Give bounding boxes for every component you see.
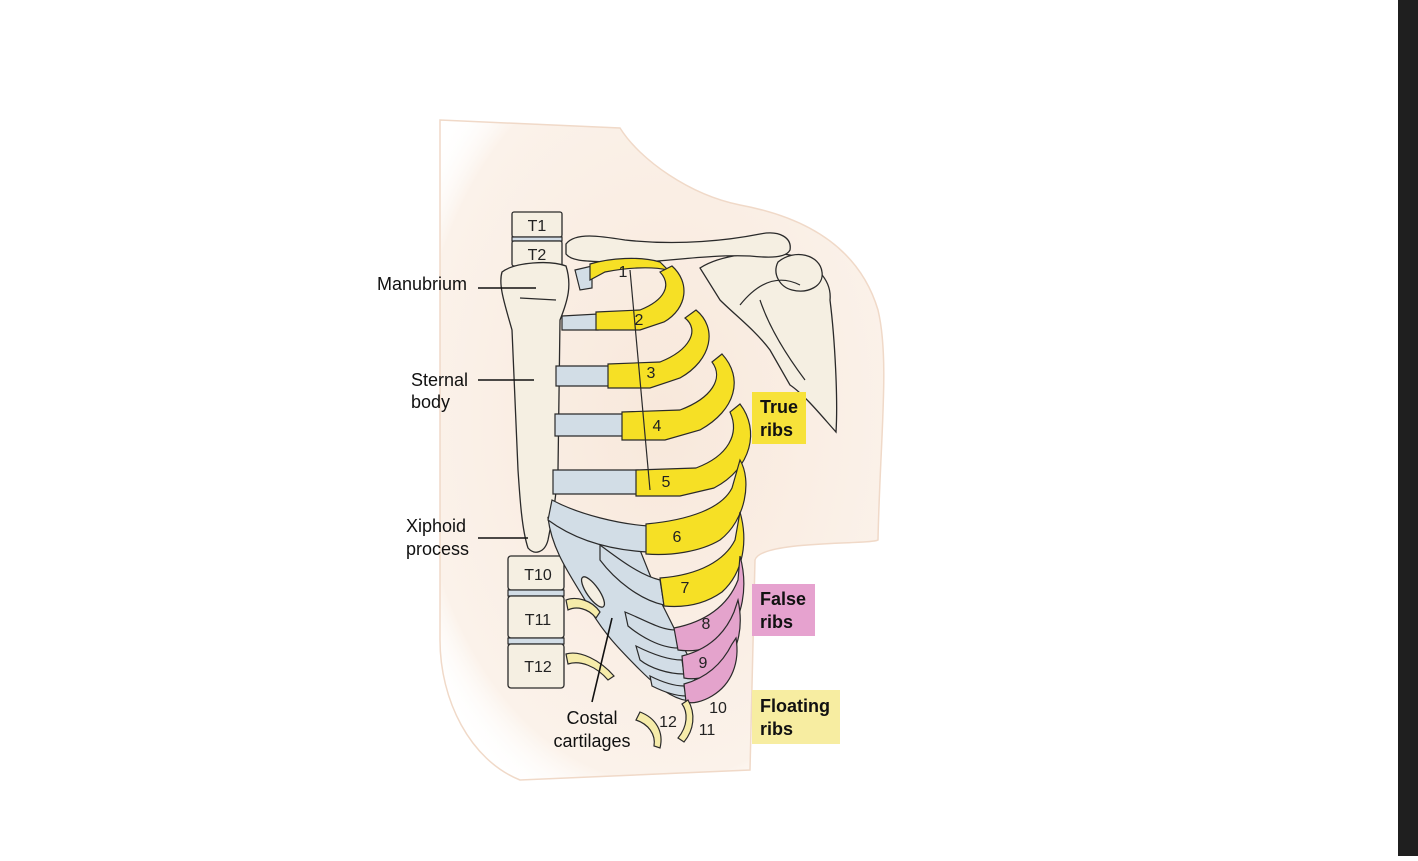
rib-number-12: 12 — [659, 714, 677, 731]
vertebra-t12 — [507, 643, 565, 689]
rib-number-3: 3 — [647, 365, 656, 382]
label-xiphoid-1: Xiphoid — [406, 516, 466, 536]
rib-5 — [635, 403, 752, 497]
label-manubrium: Manubrium — [377, 274, 467, 294]
rib-2 — [595, 265, 685, 331]
rib-number-7: 7 — [681, 580, 690, 597]
rib-number-2: 2 — [635, 312, 644, 329]
svg-text:True: True — [760, 397, 798, 417]
rib-number-4: 4 — [653, 418, 662, 435]
rib-number-11: 11 — [699, 722, 716, 739]
label-t12: T12 — [524, 659, 552, 676]
false-ribs — [624, 555, 745, 704]
false-ribs-box — [752, 584, 815, 636]
rib-7 — [659, 511, 745, 608]
rib-12 — [635, 711, 662, 749]
label-t2: T2 — [528, 247, 547, 264]
false-ribs-label: False ribs — [752, 584, 815, 636]
label-costal-1: Costal — [566, 708, 617, 728]
label-t1: T1 — [528, 218, 547, 235]
rib-number-10: 10 — [709, 700, 727, 717]
rib-3 — [607, 309, 710, 389]
rib-number-6: 6 — [673, 529, 682, 546]
floating-ribs-box — [752, 690, 840, 744]
floating-ribs-label: Floating ribs — [752, 690, 840, 744]
label-t11: T11 — [525, 612, 551, 629]
rib-11 — [677, 699, 694, 743]
label-costal-2: cartilages — [553, 731, 630, 751]
floating-ribs — [565, 597, 694, 749]
scrollbar-edge[interactable] — [1398, 0, 1418, 856]
label-t10: T10 — [524, 567, 552, 584]
label-xiphoid-2: process — [406, 539, 469, 559]
svg-text:ribs: ribs — [760, 420, 793, 440]
true-ribs-label: True ribs — [752, 392, 806, 444]
label-sternal-body-1: Sternal — [411, 370, 468, 390]
costal-cartilages-leader — [591, 617, 613, 703]
svg-text:False: False — [760, 589, 806, 609]
humeral-head — [775, 253, 823, 292]
true-ribs-box — [752, 392, 806, 444]
label-sternal-body-2: body — [411, 392, 450, 412]
svg-text:Floating: Floating — [760, 696, 830, 716]
rib-10 — [683, 636, 738, 704]
sternum — [500, 262, 570, 553]
rib-4 — [621, 353, 735, 441]
svg-text:ribs: ribs — [760, 719, 793, 739]
rib-number-9: 9 — [699, 655, 708, 672]
true-ribs — [547, 257, 752, 608]
rib-6 — [645, 458, 747, 556]
rib-number-8: 8 — [702, 616, 711, 633]
rib-number-1: 1 — [619, 264, 628, 281]
rib-number-5: 5 — [662, 474, 671, 491]
svg-text:ribs: ribs — [760, 612, 793, 632]
